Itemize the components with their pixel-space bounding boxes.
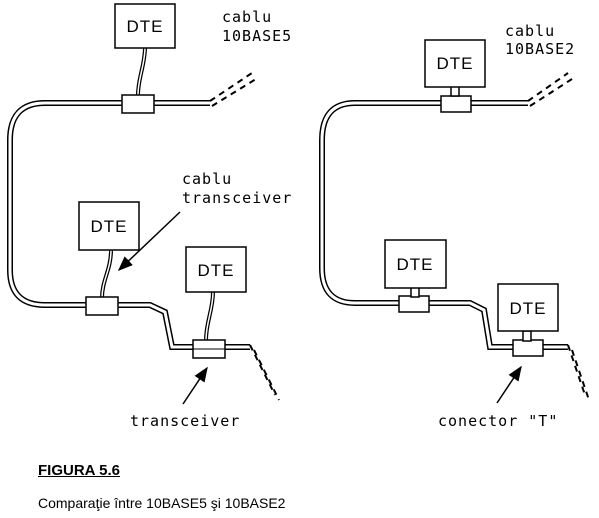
figure-caption: Comparaţie între 10BASE5 şi 10BASE2 bbox=[38, 495, 286, 511]
left-dte-top-label: DTE bbox=[127, 17, 164, 36]
left-dte-low-box bbox=[185, 246, 247, 293]
connector-t-arrow bbox=[496, 365, 522, 404]
right-dte-top-box bbox=[424, 39, 486, 88]
right-cable-label-line1: cablu bbox=[505, 22, 555, 40]
right-dte-low-box bbox=[497, 283, 559, 332]
left-dte-top-box bbox=[114, 3, 176, 49]
connector-t-label: conector "T" bbox=[438, 412, 558, 430]
transceiver-arrow bbox=[182, 366, 208, 405]
left-dte-low-label: DTE bbox=[198, 261, 235, 280]
right-t-connector-mid bbox=[398, 295, 430, 313]
right-dte-low-label: DTE bbox=[510, 299, 547, 318]
figure-number: FIGURA 5.6 bbox=[38, 462, 120, 479]
left-transceiver-top bbox=[121, 94, 155, 114]
transceiver-cable-label-line2: transceiver bbox=[182, 189, 292, 207]
right-cable-continuation-bottom bbox=[567, 344, 590, 401]
right-dte-top-label: DTE bbox=[437, 54, 474, 73]
transceiver-label: transceiver bbox=[130, 412, 240, 430]
left-transceiver-mid bbox=[85, 296, 119, 316]
right-10base2-diagram: DTE DTE DTE cablu 10BASE2 conector "T" bbox=[319, 22, 590, 430]
right-cable-continuation-top bbox=[527, 72, 573, 107]
left-dte-mid-box bbox=[78, 201, 140, 251]
left-10base5-diagram: DTE DTE DTE cablu 10BASE5 cablu transcei… bbox=[7, 3, 292, 430]
left-cable-continuation-bottom bbox=[249, 344, 280, 401]
right-dte-mid-box bbox=[384, 239, 447, 289]
right-dte-mid-label: DTE bbox=[397, 255, 434, 274]
right-cable-label-line2: 10BASE2 bbox=[505, 40, 575, 58]
left-cable-continuation-top bbox=[209, 72, 257, 107]
left-cable-label-line2: 10BASE5 bbox=[222, 27, 292, 45]
transceiver-cable-arrow bbox=[117, 211, 181, 272]
left-cable-label-line1: cablu bbox=[222, 8, 272, 26]
right-t-connector-low bbox=[512, 339, 544, 357]
transceiver-cable-label-line1: cablu bbox=[182, 170, 232, 188]
right-t-connector-top bbox=[440, 95, 472, 113]
left-dte-mid-label: DTE bbox=[91, 217, 128, 236]
